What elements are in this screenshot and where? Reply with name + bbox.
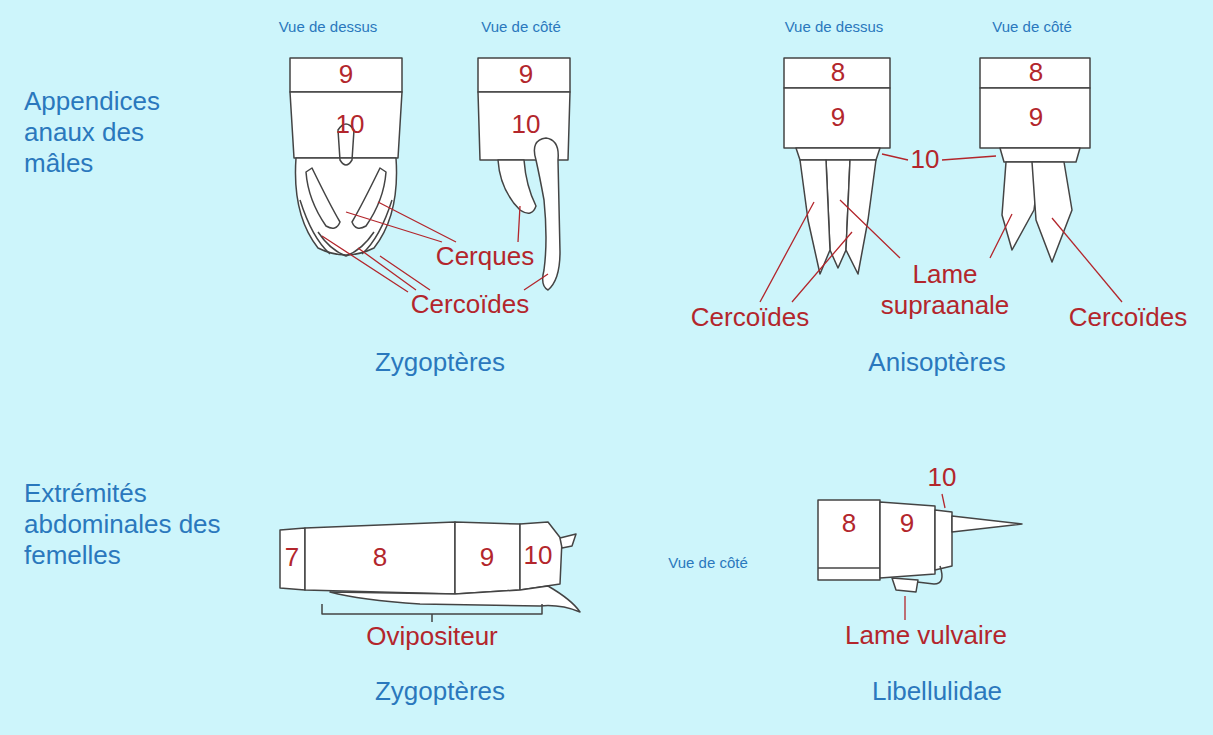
view-caption: Vue de côté [668,554,748,572]
segment-number: 9 [831,102,845,133]
view-caption: Vue de dessus [785,18,884,36]
group-name: Zygoptères [375,676,505,707]
segment-number: 9 [339,59,353,90]
part-name: Lame vulvaire [845,620,1007,651]
zygoptera-male-top [290,58,402,256]
part-name: Cercoïdes [1069,302,1188,333]
view-caption: Vue de côté [992,18,1072,36]
zygoptera-female-side [280,522,580,622]
view-caption: Vue de dessus [279,18,378,36]
group-name: Zygoptères [375,347,505,378]
segment-number: 10 [512,109,541,140]
segment-number: 10 [928,462,957,493]
anisoptera-male-top [784,58,890,274]
row-heading: Appendices anaux des mâles [24,86,184,180]
part-name: Lame supraanale [870,259,1020,321]
part-name: Cerques [436,241,534,272]
leader-lines [322,154,1122,620]
group-name: Libellulidae [872,676,1002,707]
libellulidae-female-side [818,500,1022,592]
segment-number: 10 [336,109,365,140]
segment-number: 9 [519,59,533,90]
part-name: Cercoïdes [411,289,530,320]
segment-number: 10 [911,144,940,175]
segment-number: 9 [900,508,914,539]
segment-number: 8 [373,542,387,573]
segment-number: 7 [285,542,299,573]
part-name: Cercoïdes [691,302,810,333]
part-name: Ovipositeur [366,621,498,652]
segment-number: 8 [842,508,856,539]
segment-number: 9 [480,542,494,573]
group-name: Anisoptères [868,347,1005,378]
segment-number: 9 [1029,102,1043,133]
segment-number: 8 [1029,57,1043,88]
anisoptera-male-side [980,58,1090,262]
row-heading: Extrémités abdominales des femelles [24,478,224,572]
segment-number: 10 [524,540,553,571]
segment-number: 8 [831,57,845,88]
view-caption: Vue de côté [481,18,561,36]
